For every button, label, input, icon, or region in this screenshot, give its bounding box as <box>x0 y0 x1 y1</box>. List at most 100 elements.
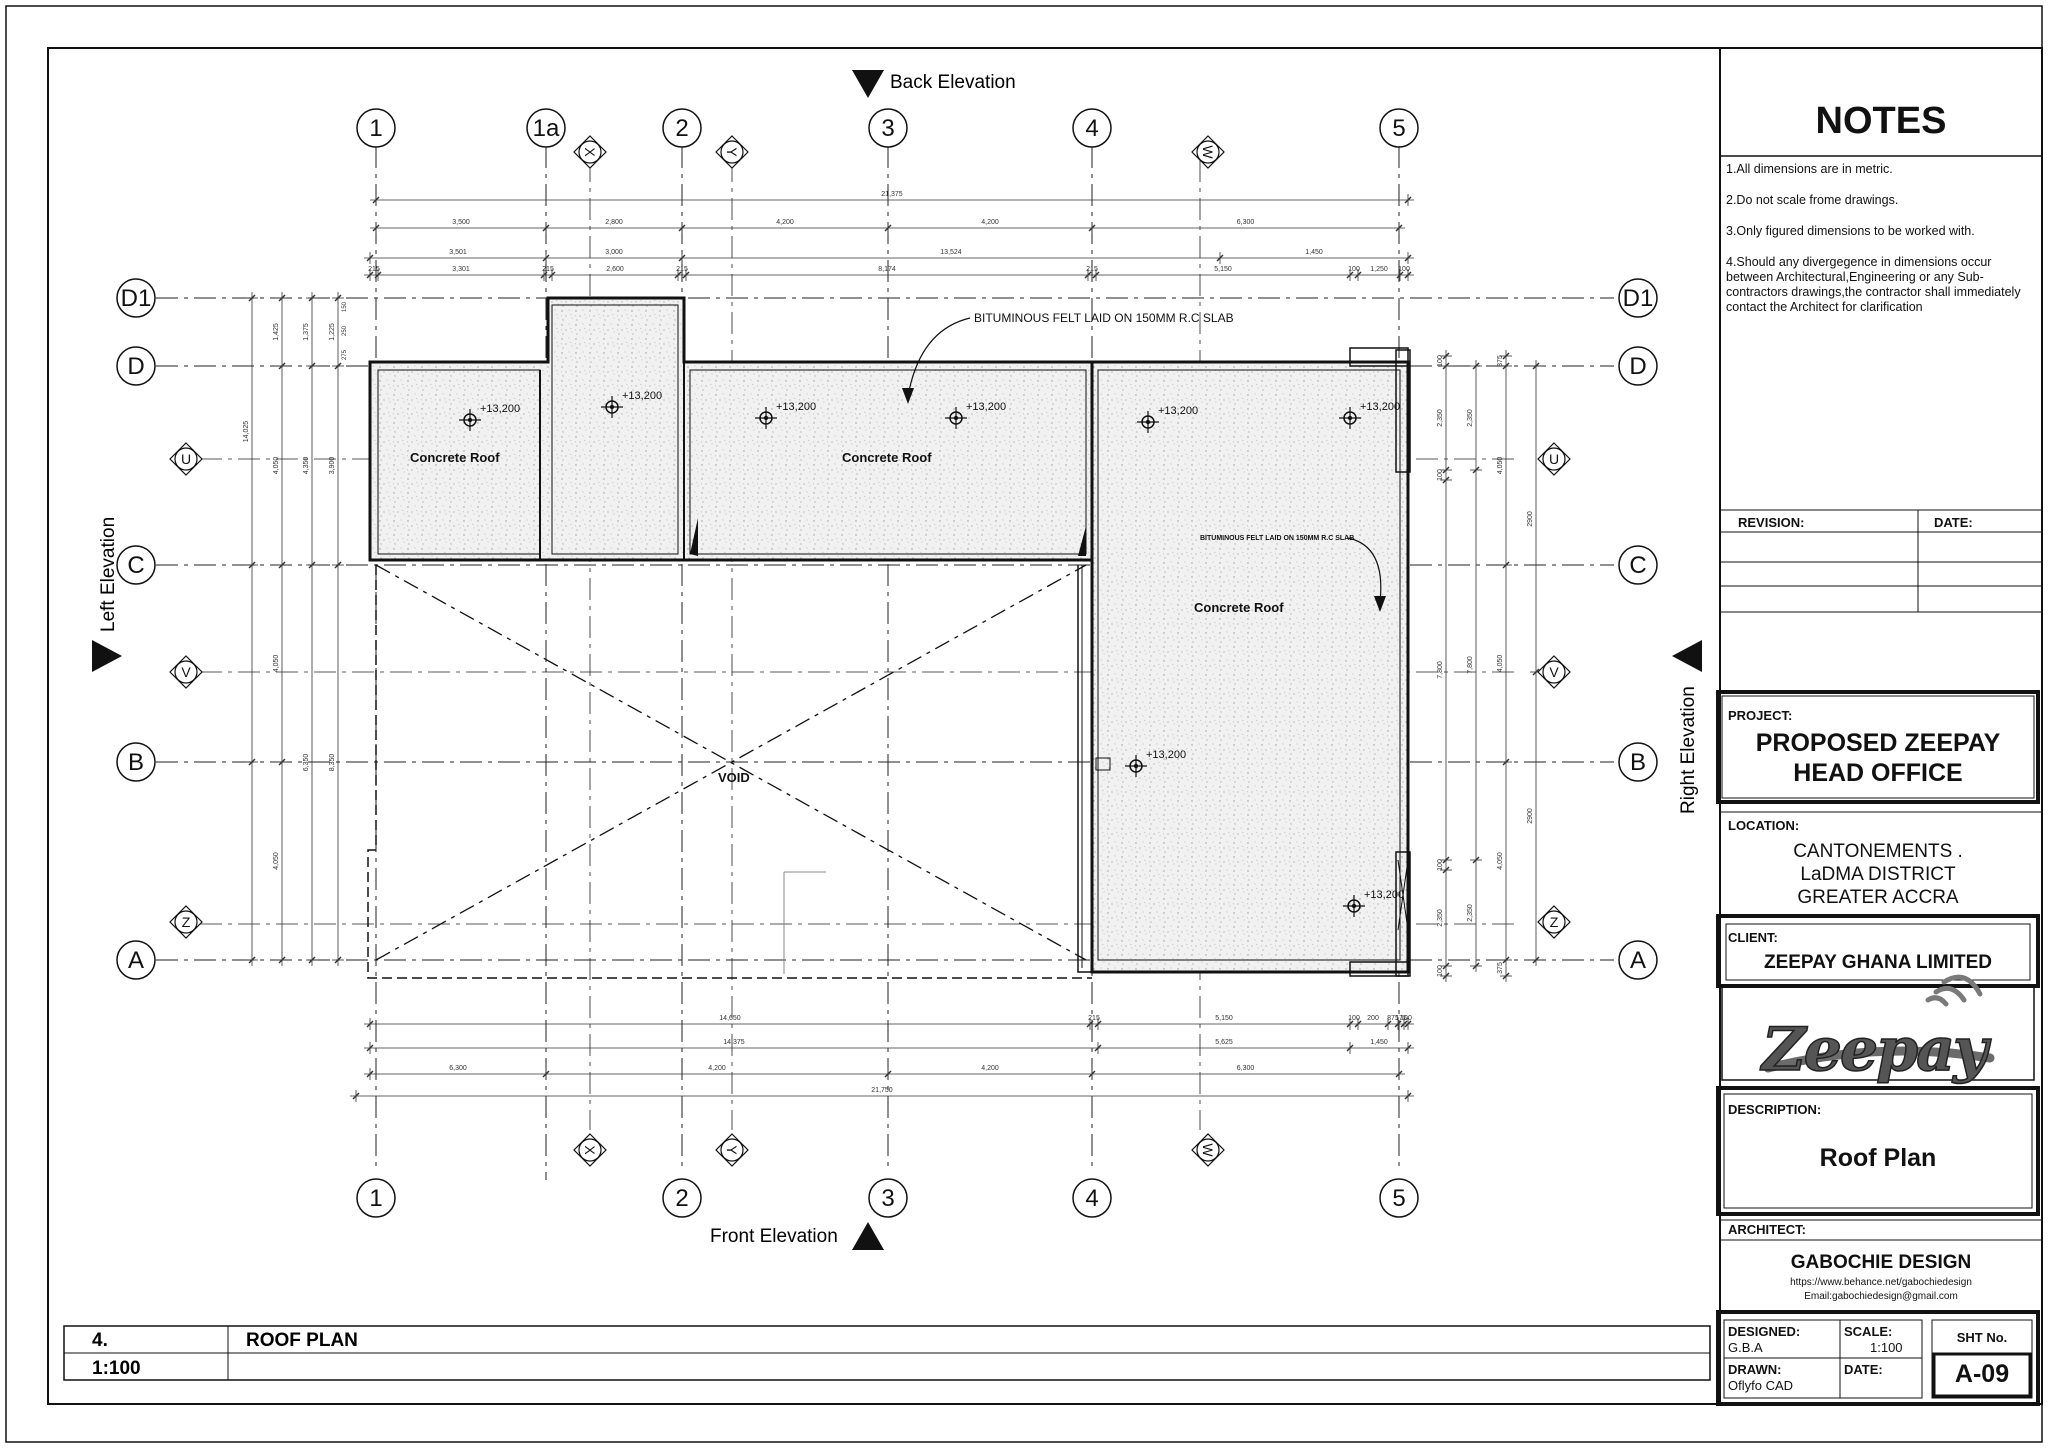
section-marker-top-Y-label: Y <box>724 147 740 157</box>
dim-top-total-label-0: 21,375 <box>881 191 903 198</box>
level-value-6: +13,200 <box>1360 401 1400 413</box>
dim-left-chain3-label-2: 8,350 <box>329 754 336 772</box>
designed-label: DESIGNED: <box>1728 1324 1801 1339</box>
level-marker-4: +13,200 <box>945 401 1006 429</box>
dim-top-row2-label-1: 3,000 <box>605 249 623 256</box>
dim-top-row3-label-7: 5,150 <box>1214 266 1232 273</box>
roof-slab-left <box>368 296 1094 562</box>
architect-email[interactable]: Email:gabochiedesign@gmail.com <box>1804 1291 1958 1302</box>
scale-label: SCALE: <box>1844 1324 1893 1339</box>
project-name: PROPOSED ZEEPAY HEAD OFFICE <box>1755 729 2001 787</box>
dim-top-row1-label-2: 4,200 <box>776 219 794 226</box>
grid-bubble-right-B-label: B <box>1630 749 1646 776</box>
grid-bubble-top-1a-label: 1a <box>533 115 560 142</box>
section-marker-right-Z: Z <box>1537 905 1571 939</box>
section-marker-top-W: W <box>1191 135 1225 169</box>
back-elevation-label: Back Elevation <box>890 72 1016 93</box>
dim-right-chain3-label-1: 4,050 <box>1497 457 1504 475</box>
roof-label-3: Concrete Roof <box>1194 600 1284 615</box>
dim-right-chain4-label-0: 2900 <box>1527 511 1534 527</box>
level-value-3: +13,200 <box>776 401 816 413</box>
section-marker-bottom-X: X <box>573 1133 607 1167</box>
grid-bubble-top-5-label: 5 <box>1392 115 1405 142</box>
dim-top-row2-label-0: 3,501 <box>449 249 467 256</box>
dim-top-row3-label-1: 3,301 <box>452 266 470 273</box>
grid-bubble-top-1a: 1a <box>526 108 566 148</box>
dim-top-row3-label-10: 100 <box>1398 266 1410 273</box>
dim-top-total: 21,375 <box>370 191 1414 206</box>
level-marker-6: +13,200 <box>1339 401 1400 429</box>
section-marker-top-W-label: W <box>1200 145 1216 159</box>
date-label: DATE: <box>1934 515 1973 530</box>
project-label: PROJECT: <box>1728 708 1793 723</box>
felt-leader-main <box>907 317 971 397</box>
grid-bubble-top-4: 4 <box>1072 108 1112 148</box>
dim-top-row3-label-3: 2,600 <box>606 266 624 273</box>
architect-web[interactable]: https://www.behance.net/gabochiedesign <box>1790 1277 1972 1288</box>
dim-bottom-total-label-0: 21,750 <box>871 1087 893 1094</box>
dim-bottom-row1-label-5: 875 <box>1387 1015 1399 1022</box>
section-marker-top-X-label: X <box>582 147 598 157</box>
grid-bubble-top-4-label: 4 <box>1085 115 1098 142</box>
grid-bubble-left-B: B <box>116 742 156 782</box>
dim-bottom-row3-label-2: 4,200 <box>981 1065 999 1072</box>
dim-left-chain3-label-0: 1,225 <box>329 323 336 341</box>
note-4: 4.Should any divergegence in dimensions … <box>1726 255 2021 314</box>
grid-bubble-top-5: 5 <box>1379 108 1419 148</box>
drawing-title-strip <box>63 1325 1711 1381</box>
roof-slabs <box>368 296 1411 977</box>
dim-right-chain3-label-0: 375 <box>1497 355 1504 367</box>
dim-bottom-row2-label-2: 1,450 <box>1370 1039 1388 1046</box>
void-label: VOID <box>718 770 750 785</box>
section-marker-bottom-W: W <box>1191 1133 1225 1167</box>
level-marker-8: +13,200 <box>1343 889 1404 917</box>
designed-by: G.B.A <box>1728 1340 1763 1355</box>
dim-right-chain1-label-1: 2,350 <box>1437 409 1444 427</box>
front-elevation-label: Front Elevation <box>710 1226 838 1247</box>
section-marker-right-U-label: U <box>1549 451 1559 467</box>
revision-label: REVISION: <box>1738 515 1805 530</box>
roof-label-2: Concrete Roof <box>842 450 932 465</box>
roof-label-1: Concrete Roof <box>410 450 500 465</box>
elevation-markers: Back Elevation Front Elevation Left Elev… <box>92 70 1702 1250</box>
location-line-2: LaDMA DISTRICT <box>1800 864 1956 885</box>
level-marker-3: +13,200 <box>755 401 816 429</box>
right-elevation-label: Right Elevation <box>1678 686 1699 814</box>
zeepay-logo-text: Zeepay <box>1760 1015 1992 1085</box>
grid-bubble-right-A: A <box>1618 940 1658 980</box>
felt-note-small: BITUMINOUS FELT LAID ON 150MM R.C SLAB <box>1200 535 1354 542</box>
dim-bottom-row1-label-6: 175 <box>1395 1015 1407 1022</box>
architect-name: GABOCHIE DESIGN <box>1790 1252 1972 1273</box>
dim-right-chain2-label-0: 2,350 <box>1467 409 1474 427</box>
left-elevation-arrow <box>92 640 122 672</box>
note-2: 2.Do not scale frome drawings. <box>1726 193 1899 207</box>
client-label: CLIENT: <box>1728 930 1778 945</box>
back-elevation-arrow <box>852 70 884 98</box>
felt-leader-small <box>1347 537 1382 603</box>
drawn-label: DRAWN: <box>1728 1362 1782 1377</box>
dim-bottom-row2-label-1: 5,625 <box>1215 1039 1233 1046</box>
drawing-scale: 1:100 <box>92 1358 141 1379</box>
grid-bubble-bottom-4-label: 4 <box>1085 1185 1098 1212</box>
zeepay-logo: Zeepay <box>1759 974 1995 1086</box>
section-marker-bottom-Y: Y <box>715 1133 749 1167</box>
dim-bottom-row3-label-3: 6,300 <box>1237 1065 1255 1072</box>
dim-top-row3-label-8: 100 <box>1348 266 1360 273</box>
grid-bubble-top-3-label: 3 <box>881 115 894 142</box>
dim-bottom-row1-label-0: 14,650 <box>719 1015 741 1022</box>
dim-top-row3-label-5: 8,174 <box>878 266 896 273</box>
grid-bubble-right-C: C <box>1618 545 1658 585</box>
dim-bottom-total: 21,750 <box>350 1087 1414 1102</box>
section-marker-top-X: X <box>573 135 607 169</box>
section-marker-bottom-X-label: X <box>582 1145 598 1155</box>
grid-bubble-bottom-3-label: 3 <box>881 1185 894 1212</box>
notes-list: 1.All dimensions are in metric. 2.Do not… <box>1726 162 2032 331</box>
grid-bubble-left-C-label: C <box>127 552 144 579</box>
dim-left-small-1: 250 <box>342 325 348 336</box>
dim-right-chain4-label-1: 2900 <box>1527 808 1534 824</box>
